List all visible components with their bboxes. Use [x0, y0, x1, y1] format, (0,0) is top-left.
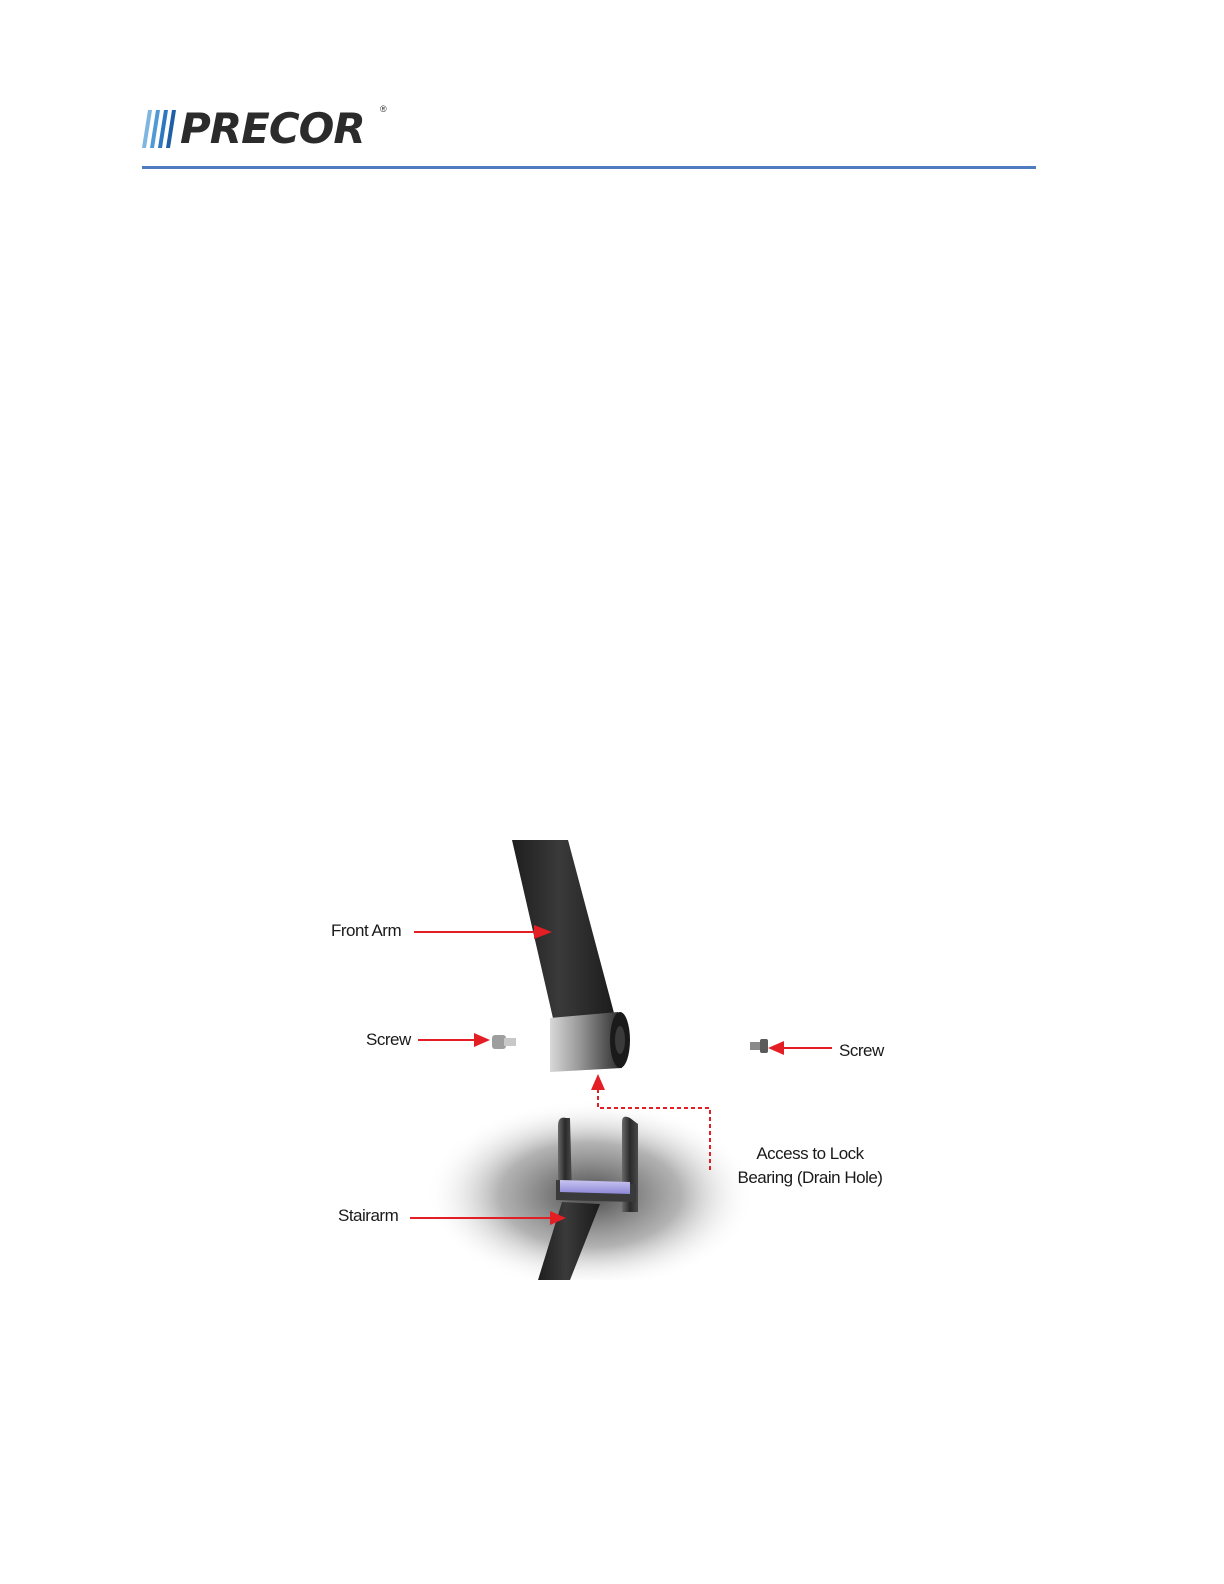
screw-right-icon — [750, 1039, 768, 1053]
registered-mark: ® — [380, 104, 387, 114]
header-divider — [142, 166, 1036, 169]
screw-left-icon — [492, 1035, 516, 1049]
screw-left-label: Screw — [366, 1030, 411, 1050]
logo-stripes-icon — [142, 108, 176, 150]
access-drain-hole-label: Access to Lock Bearing (Drain Hole) — [730, 1142, 890, 1190]
stairarm-label: Stairarm — [338, 1206, 398, 1226]
front-arm-label: Front Arm — [331, 921, 401, 941]
access-label-line2: Bearing (Drain Hole) — [730, 1166, 890, 1190]
access-label-line1: Access to Lock — [730, 1142, 890, 1166]
screw-right-label: Screw — [839, 1041, 884, 1061]
front-arm-tube — [512, 840, 630, 1072]
page-header: PRECOR ® — [142, 100, 1036, 172]
stairarm-assembly-figure: Front Arm Screw Screw Access to Lock Bea… — [300, 840, 920, 1280]
logo-wordmark: PRECOR — [180, 108, 365, 150]
precor-logo: PRECOR — [142, 104, 365, 154]
